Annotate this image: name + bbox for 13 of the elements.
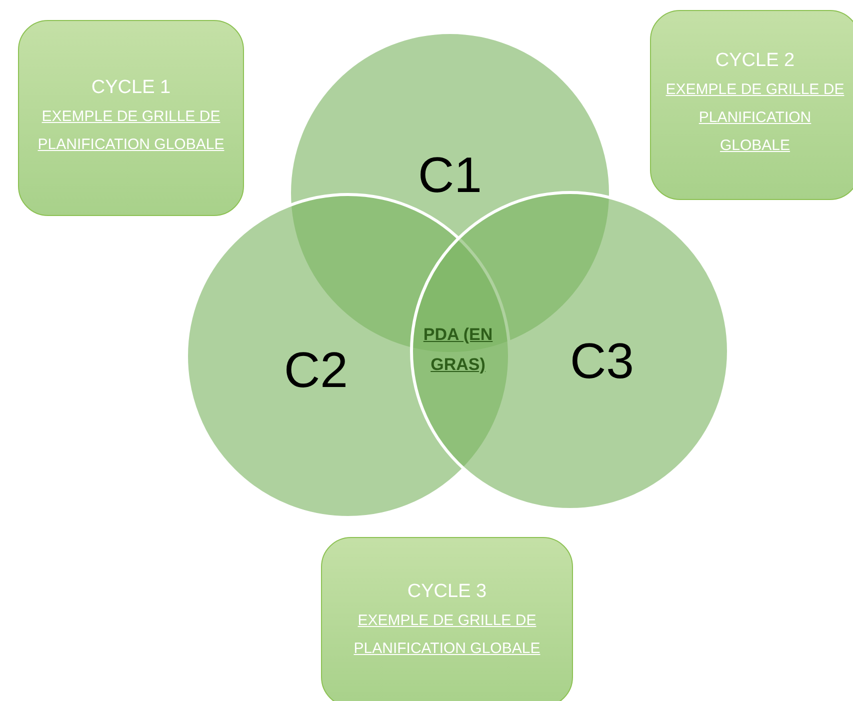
overlap-label: PDA (EN GRAS) <box>422 324 494 376</box>
box-heading: CYCLE 3 <box>407 581 487 603</box>
rounded-box <box>650 10 853 200</box>
rounded-box <box>321 537 573 701</box>
circle-label: C3 <box>570 332 634 390</box>
circle-label: C2 <box>284 341 348 399</box>
box-heading: CYCLE 2 <box>715 50 795 72</box>
link: EXEMPLE DE GRILLE DE PLANIFICATION GLOBALE <box>352 611 542 659</box>
link: EXEMPLE DE GRILLE DE PLANIFICATION GLOBALE <box>665 80 845 156</box>
link: EXEMPLE DE GRILLE DE PLANIFICATION GLOBALE <box>36 107 226 155</box>
box-heading: CYCLE 1 <box>91 77 171 99</box>
circle-label: C1 <box>418 146 482 204</box>
rounded-box <box>18 20 244 216</box>
